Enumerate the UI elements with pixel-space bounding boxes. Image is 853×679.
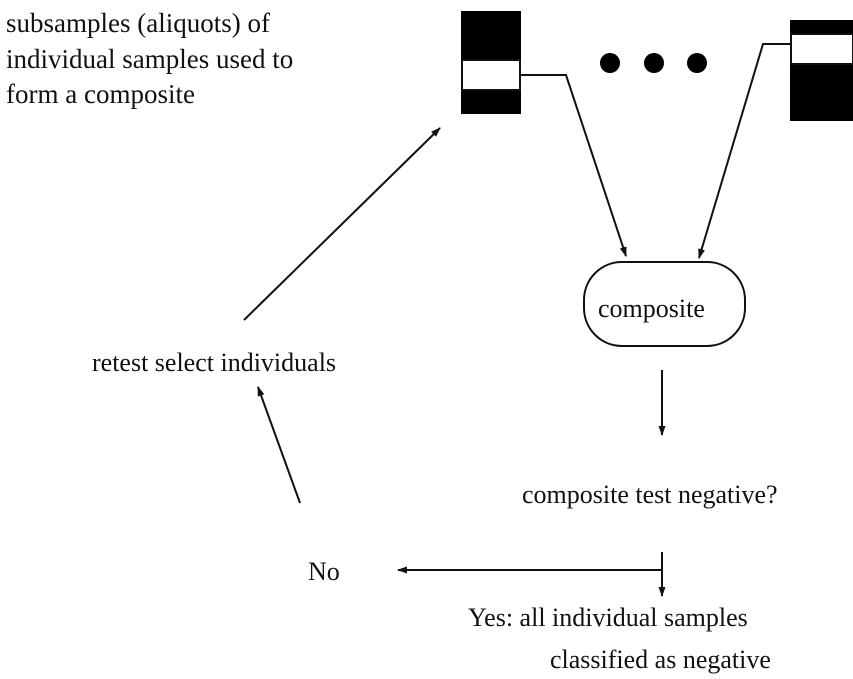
- intro-text-line-1: subsamples (aliquots) of: [6, 8, 270, 38]
- retest-label: retest select individuals: [92, 348, 337, 377]
- sample-tube-right: [790, 20, 853, 121]
- arrow-no-to-retest: [257, 386, 301, 504]
- ellipsis-dots: [600, 53, 707, 73]
- no-label: No: [308, 557, 340, 586]
- dot-1: [600, 53, 620, 73]
- aliquot-right: [790, 33, 853, 65]
- dot-2: [644, 53, 664, 73]
- composite-label: composite: [598, 294, 705, 323]
- sample-tube-left: [461, 11, 521, 114]
- aliquot-left: [461, 59, 521, 91]
- arrow-retest-to-aliquots: [243, 127, 441, 321]
- yes-label-line-1: Yes: all individual samples: [468, 603, 748, 632]
- intro-text-line-2: individual samples used to: [6, 44, 294, 74]
- intro-text-line-3: form a composite: [6, 79, 195, 109]
- arrow-left-aliquot-to-composite: [520, 74, 627, 257]
- composite-box: [583, 261, 746, 347]
- dot-3: [687, 53, 707, 73]
- yes-label-line-2: classified as negative: [550, 645, 771, 674]
- question-label: composite test negative?: [522, 480, 778, 509]
- arrow-right-aliquot-to-composite: [698, 43, 791, 259]
